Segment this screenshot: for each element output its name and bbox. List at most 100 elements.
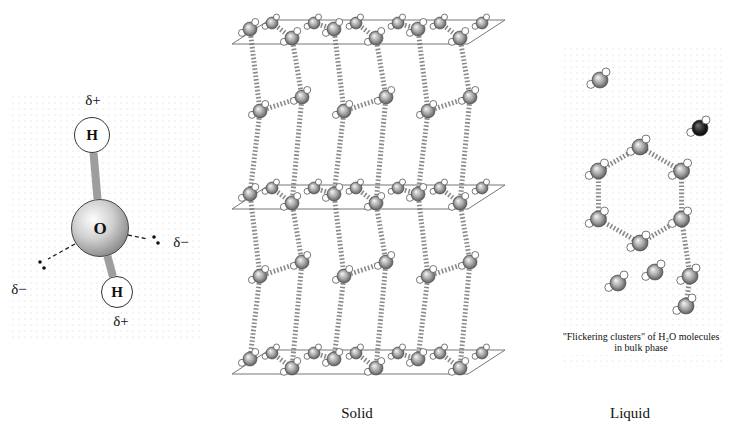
hydrogen-sphere <box>252 349 259 356</box>
hydrogen-sphere <box>336 349 343 356</box>
hydrogen-bond <box>292 203 302 262</box>
hydrogen-sphere <box>252 19 259 26</box>
lone-pair-dot <box>38 260 42 264</box>
hydrogen-sphere <box>388 252 395 259</box>
hydrogen-sphere <box>684 207 692 215</box>
hydrogen-bond <box>376 38 386 97</box>
hydrogen-sphere <box>642 135 650 143</box>
lone-pair-line <box>48 244 75 259</box>
covalent-bond <box>94 153 98 199</box>
hydrogen-sphere <box>304 252 311 259</box>
hydrogen-sphere <box>420 19 427 26</box>
hydrogen-sphere <box>462 193 469 200</box>
hydrogen-bond <box>682 219 690 276</box>
hydrogen-sphere <box>262 101 269 108</box>
hydrogen-bond <box>250 111 260 194</box>
hydrogen-sphere <box>294 193 301 200</box>
hydrogen-sphere <box>472 87 479 94</box>
hydrogen-sphere <box>484 344 490 350</box>
hydrogen-sphere <box>358 14 364 20</box>
hydrogen-sphere <box>388 87 395 94</box>
hydrogen-sphere <box>484 179 490 185</box>
hydrogen-sphere <box>684 159 692 167</box>
plane-group <box>232 20 505 374</box>
hydrogen-sphere <box>692 264 700 272</box>
grid-panel <box>8 92 204 338</box>
lone-pair-dot <box>152 235 156 239</box>
hydrogen-sphere <box>462 358 469 365</box>
hydrogen-sphere <box>294 358 301 365</box>
molecule-group <box>585 68 710 314</box>
hydrogen-sphere <box>358 179 364 185</box>
bond-group <box>250 23 470 368</box>
hydrogen-bond <box>376 203 386 262</box>
hydrogen-sphere <box>420 184 427 191</box>
bond-group <box>598 147 690 306</box>
hydrogen-bond <box>292 38 302 97</box>
molecule-group <box>238 14 489 375</box>
partial-charge: δ− <box>11 281 27 298</box>
hydrogen-sphere <box>252 184 259 191</box>
hydrogen-bond <box>250 194 260 276</box>
hydrogen-bond <box>418 194 428 276</box>
hydrogen-sphere <box>442 179 448 185</box>
caption-text: "Flickering clusters" of H₂O molecules i… <box>562 330 720 355</box>
hydrogen-bond <box>460 38 470 97</box>
hydrogen-sphere <box>642 231 650 239</box>
hydrogen-bond <box>292 262 302 368</box>
ice-lattice <box>232 14 505 375</box>
hydrogen-bond <box>334 111 344 194</box>
hydrogen-sphere <box>316 179 322 185</box>
hydrogen-bond <box>334 29 344 111</box>
hydrogen-sphere <box>274 14 280 20</box>
hydrogen-sphere <box>400 344 406 350</box>
hydrogen-sphere <box>472 252 479 259</box>
partial-charge: δ− <box>173 234 189 251</box>
hydrogen-sphere <box>442 14 448 20</box>
hydrogen-sphere <box>420 349 427 356</box>
hydrogen-bond <box>460 203 470 262</box>
phase-label: Liquid <box>610 405 650 422</box>
liquid-cluster <box>585 68 710 314</box>
hydrogen-bond <box>460 262 470 368</box>
hydrogen-sphere <box>378 28 385 35</box>
lone-pair-dot <box>156 241 160 245</box>
hydrogen-sphere <box>600 159 608 167</box>
hydrogen-atom: H <box>101 276 133 308</box>
hydrogen-bond <box>418 29 428 111</box>
hydrogen-sphere <box>358 344 364 350</box>
hydrogen-sphere <box>274 179 280 185</box>
hydrogen-sphere <box>294 28 301 35</box>
covalent-bond <box>107 256 112 277</box>
hydrogen-sphere <box>304 87 311 94</box>
hydrogen-sphere <box>620 271 628 279</box>
hydrogen-sphere <box>400 14 406 20</box>
lone-pair-dot <box>42 266 46 270</box>
atom-symbol: H <box>111 285 123 300</box>
lone-pair-line <box>128 235 148 239</box>
hydrogen-bond <box>250 29 260 111</box>
hydrogen-sphere <box>336 19 343 26</box>
hydrogen-sphere <box>346 266 353 273</box>
hydrogen-bond <box>334 194 344 276</box>
hydrogen-sphere <box>600 207 608 215</box>
hydrogen-sphere <box>378 193 385 200</box>
hydrogen-sphere <box>657 260 665 268</box>
phase-label: Solid <box>341 405 373 422</box>
hydrogen-bond <box>418 276 428 359</box>
atom-symbol: H <box>86 128 98 143</box>
hydrogen-sphere <box>378 358 385 365</box>
hydrogen-sphere <box>346 101 353 108</box>
hydrogen-sphere <box>262 266 269 273</box>
hydrogen-sphere <box>484 14 490 20</box>
hydrogen-sphere <box>430 101 437 108</box>
hydrogen-bond <box>460 97 470 203</box>
atom-symbol: O <box>93 220 106 237</box>
hydrogen-bond <box>418 111 428 194</box>
partial-charge: δ+ <box>85 92 101 109</box>
hydrogen-sphere <box>462 28 469 35</box>
hydrogen-sphere <box>702 116 710 124</box>
hydrogen-bond <box>376 262 386 368</box>
hydrogen-sphere <box>316 344 322 350</box>
